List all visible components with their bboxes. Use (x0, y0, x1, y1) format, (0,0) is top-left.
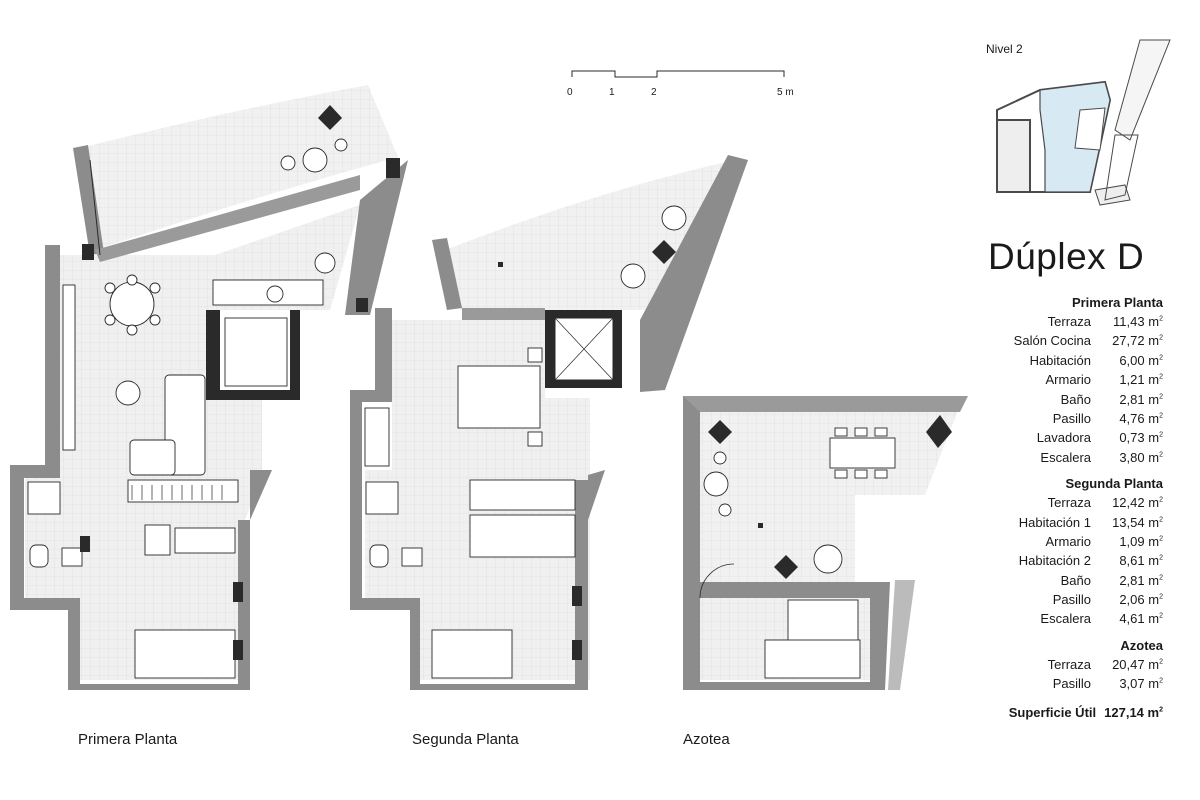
area-unit: m (1148, 553, 1160, 569)
room-name: Escalera (1040, 611, 1091, 627)
area-unit: m (1148, 314, 1160, 329)
total-area: 127,14 (1104, 704, 1144, 720)
key-plan (996, 39, 1171, 206)
room-name: Habitación 2 (1018, 553, 1091, 569)
area-unit: m (1148, 514, 1160, 530)
room-name: Terraza (1047, 314, 1091, 329)
room-area: 3,80 (1119, 449, 1145, 465)
room-area: 2,81 (1119, 572, 1145, 588)
plan-segunda-planta (350, 155, 748, 690)
room-name: Terraza (1047, 656, 1091, 672)
room-area: 12,42 (1112, 495, 1145, 511)
floor-label-primera: Primera Planta (78, 731, 178, 748)
room-name: Baño (1060, 572, 1091, 588)
room-name: Pasillo (1052, 676, 1091, 692)
section-heading: Segunda Planta (1065, 476, 1163, 492)
room-name: Baño (1060, 391, 1091, 407)
room-area: 1,21 (1119, 372, 1145, 388)
plan-azotea (683, 396, 968, 690)
room-area: 27,72 (1112, 333, 1145, 349)
area-unit: m (1148, 495, 1160, 511)
room-area: 4,61 (1119, 611, 1145, 627)
area-unit: m (1148, 533, 1160, 549)
plan-primera-planta (10, 85, 408, 690)
scale-bar (571, 70, 785, 78)
room-area: 0,73 (1119, 430, 1145, 446)
room-name: Escalera (1040, 449, 1091, 465)
floor-label-azotea: Azotea (683, 731, 730, 748)
total-row: Superficie Útil 127,14 m2 (940, 705, 1163, 720)
area-unit: m (1148, 572, 1160, 588)
area-unit: m (1148, 449, 1160, 465)
scale-tick-1: 1 (609, 87, 615, 98)
area-unit: m (1148, 372, 1160, 388)
room-name: Habitación 1 (1018, 514, 1091, 530)
room-name: Habitación (1029, 352, 1091, 368)
area-unit: m (1148, 592, 1160, 608)
area-unit: m (1148, 676, 1160, 692)
room-name: Pasillo (1052, 592, 1091, 608)
room-name: Armario (1045, 533, 1091, 549)
area-unit: m (1148, 430, 1160, 446)
area-unit: m (1148, 611, 1160, 627)
area-unit: m (1148, 391, 1160, 407)
scale-tick-0: 0 (567, 87, 573, 98)
room-area: 3,07 (1119, 676, 1145, 692)
area-unit: m (1148, 352, 1160, 368)
area-unit: m (1148, 656, 1160, 672)
scale-tick-5m: 5 m (777, 87, 794, 98)
floor-label-segunda: Segunda Planta (412, 731, 519, 748)
room-name: Pasillo (1052, 410, 1091, 426)
room-area: 2,81 (1119, 391, 1145, 407)
room-name: Armario (1045, 372, 1091, 388)
page-title: Dúplex D (988, 236, 1145, 277)
level-label: Nivel 2 (986, 42, 1023, 56)
room-area: 1,09 (1119, 533, 1145, 549)
room-area: 4,76 (1119, 410, 1145, 426)
room-area: 11,43 (1113, 314, 1145, 329)
room-area: 8,61 (1119, 553, 1145, 569)
area-unit: m (1147, 704, 1160, 720)
room-name: Terraza (1047, 495, 1091, 511)
scale-tick-2: 2 (651, 87, 657, 98)
area-unit: m (1148, 333, 1160, 349)
total-label: Superficie Útil (1008, 704, 1097, 720)
room-area: 2,06 (1119, 592, 1145, 608)
section-heading: Primera Planta (1071, 295, 1163, 310)
room-area: 20,47 (1112, 656, 1145, 672)
room-name: Lavadora (1036, 430, 1091, 446)
room-area: 6,00 (1119, 352, 1145, 368)
room-name: Salón Cocina (1013, 333, 1091, 349)
room-area: 13,54 (1112, 514, 1145, 530)
section-heading: Azotea (1120, 637, 1163, 653)
area-unit: m (1148, 410, 1160, 426)
